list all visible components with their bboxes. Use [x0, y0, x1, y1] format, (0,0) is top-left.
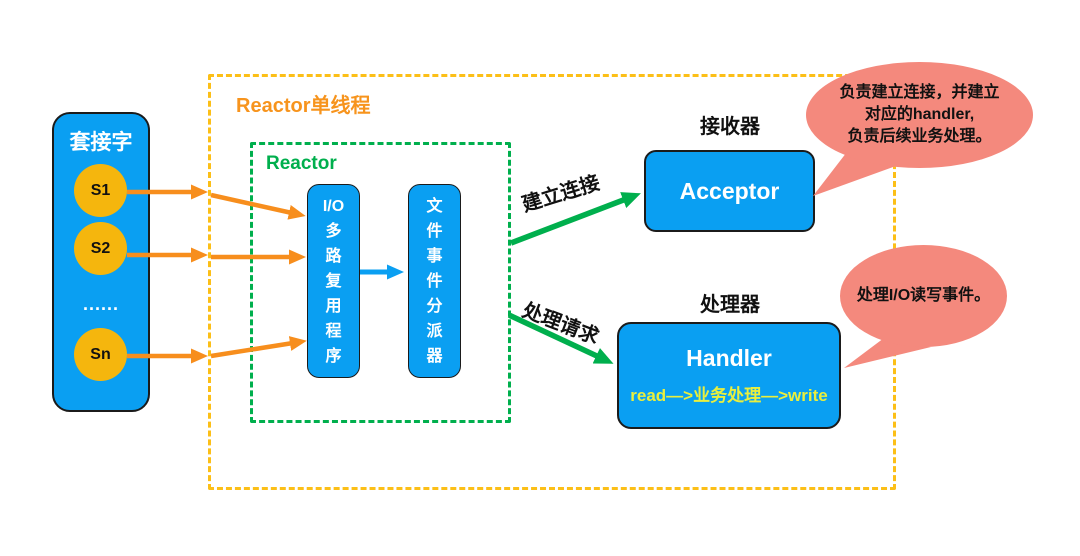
socket-sn: Sn: [74, 328, 127, 381]
handler-box-label: Handler: [686, 345, 772, 371]
handler-box-subtitle: read—>业务处理—>write: [630, 386, 828, 405]
dispatcher-line: 文: [426, 197, 443, 215]
io-line: 序: [325, 347, 342, 365]
handler-caption: 处理器: [700, 294, 760, 316]
io-multiplexer-box: I/O 多 路 复 用 程 序: [307, 184, 360, 378]
acceptor-note-line: 负责建立连接，并建立: [839, 84, 1000, 101]
handler-box: Handler read—>业务处理—>write: [617, 322, 841, 429]
socket-sn-label: Sn: [90, 345, 111, 363]
socket-s2-label: S2: [90, 239, 111, 257]
dispatcher-line: 事: [426, 247, 443, 265]
acceptor-caption: 接收器: [700, 116, 760, 138]
socket-s2: S2: [74, 222, 127, 275]
dispatcher-line: 派: [426, 322, 443, 340]
reactor-label: Reactor: [266, 153, 337, 174]
io-line: 程: [325, 322, 342, 340]
dispatcher-line: 器: [426, 347, 443, 365]
handler-note-text: 处理I/O读写事件。: [856, 287, 991, 304]
dispatcher-line: 分: [426, 297, 443, 315]
acceptor-note-line: 对应的handler,: [864, 106, 975, 123]
reactor-boundary: Reactor: [250, 142, 511, 423]
socket-panel-title: 套接字: [69, 131, 133, 154]
socket-s1-label: S1: [90, 181, 111, 199]
socket-ellipsis: ......: [82, 294, 119, 314]
io-line: 路: [325, 247, 342, 265]
acceptor-note-line: 负责后续业务处理。: [847, 128, 992, 145]
socket-s1: S1: [74, 164, 127, 217]
acceptor-box: Acceptor: [644, 150, 815, 232]
acceptor-box-label: Acceptor: [679, 177, 780, 204]
io-line: 用: [325, 297, 342, 315]
io-line: I/O: [322, 197, 345, 215]
reactor-single-thread-label: Reactor单线程: [236, 95, 371, 117]
handler-note-bubble: 处理I/O读写事件。: [840, 245, 1007, 347]
dispatcher-line: 件: [426, 222, 443, 240]
dispatcher-line: 件: [426, 272, 443, 290]
io-line: 复: [325, 272, 342, 290]
file-event-dispatcher-box: 文 件 事 件 分 派 器: [408, 184, 461, 378]
io-line: 多: [325, 222, 342, 240]
socket-panel: 套接字 S1 S2 ...... Sn: [52, 112, 150, 412]
acceptor-note-bubble: 负责建立连接，并建立 对应的handler, 负责后续业务处理。: [806, 62, 1033, 168]
